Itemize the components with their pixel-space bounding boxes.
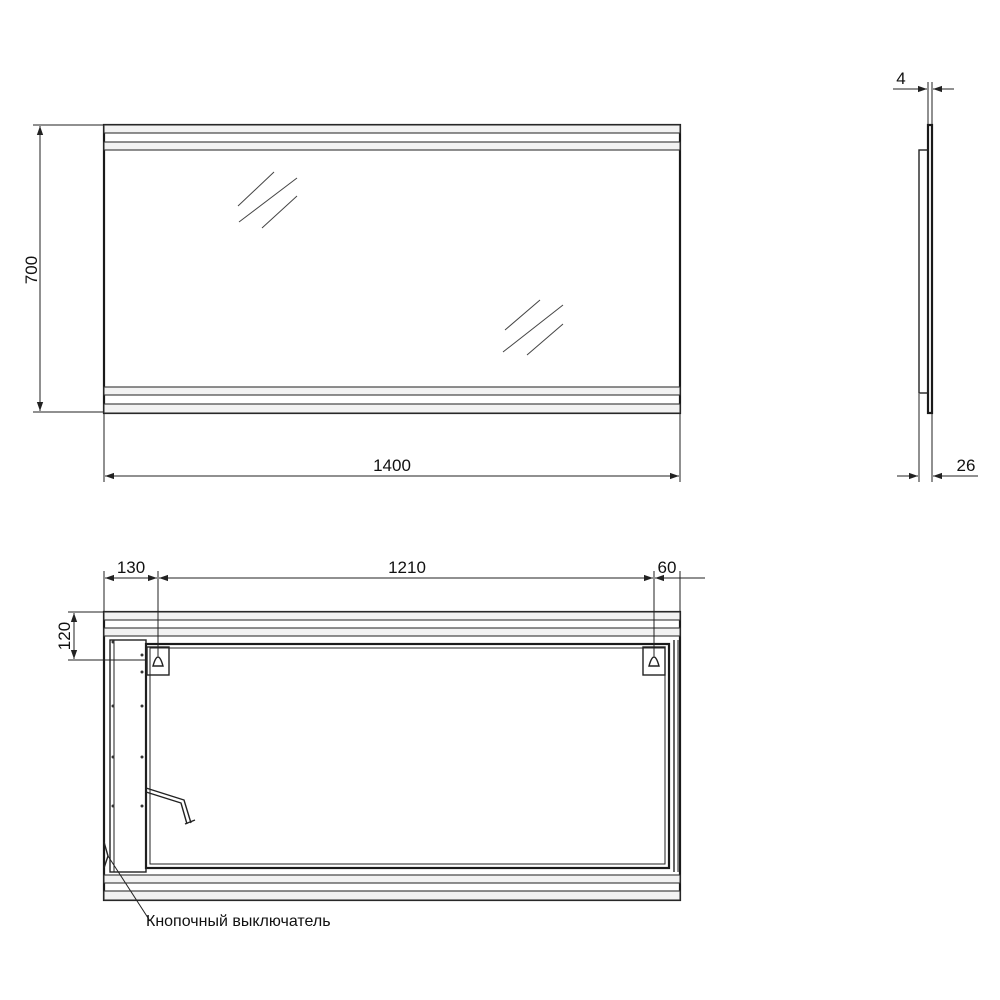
center-span-label: 1210 <box>388 558 426 577</box>
switch-callout-label: Кнопочный выключатель <box>146 913 331 930</box>
top-offset-label: 120 <box>55 622 74 650</box>
depth-label: 26 <box>957 456 976 475</box>
glass-thickness-dimension: 4 <box>893 69 954 124</box>
height-dimension: 700 <box>22 124 103 413</box>
back-bottom-strip-1 <box>103 874 681 884</box>
top-light-strip-2 <box>103 141 681 151</box>
bottom-light-strip-2 <box>103 403 681 414</box>
glass-thickness-label: 4 <box>896 69 905 88</box>
horizontal-offset-dimensions: 130 1210 60 <box>103 558 705 647</box>
switch-callout: Кнопочный выключатель <box>107 855 331 930</box>
side-view: 4 26 <box>893 69 978 482</box>
top-light-strip-1 <box>103 124 681 134</box>
glass-reflection-upper <box>237 171 298 229</box>
back-top-strip-1 <box>103 611 681 621</box>
width-label: 1400 <box>373 456 411 475</box>
front-view: 700 1400 <box>22 123 682 482</box>
left-offset-label: 130 <box>117 558 145 577</box>
inner-frame-inset <box>149 647 666 865</box>
vertical-offset-dimension: 120 <box>55 611 146 661</box>
back-view: 130 1210 60 120 Кнопочный выключатель <box>55 558 705 930</box>
width-dimension: 1400 <box>103 414 681 482</box>
back-outline <box>102 610 682 902</box>
inner-frame <box>144 642 671 870</box>
mirror-outline <box>102 123 682 415</box>
back-top-strip-2 <box>103 627 681 637</box>
right-offset-label: 60 <box>658 558 677 577</box>
power-cable <box>145 787 192 824</box>
electrical-box <box>109 639 147 873</box>
height-label: 700 <box>22 256 41 284</box>
glass-reflection-lower <box>502 299 564 356</box>
side-frame <box>918 149 929 394</box>
depth-dimension: 26 <box>897 394 978 482</box>
bottom-light-strip-1 <box>103 386 681 396</box>
box-screws <box>111 640 144 808</box>
back-bottom-strip-2 <box>103 890 681 901</box>
